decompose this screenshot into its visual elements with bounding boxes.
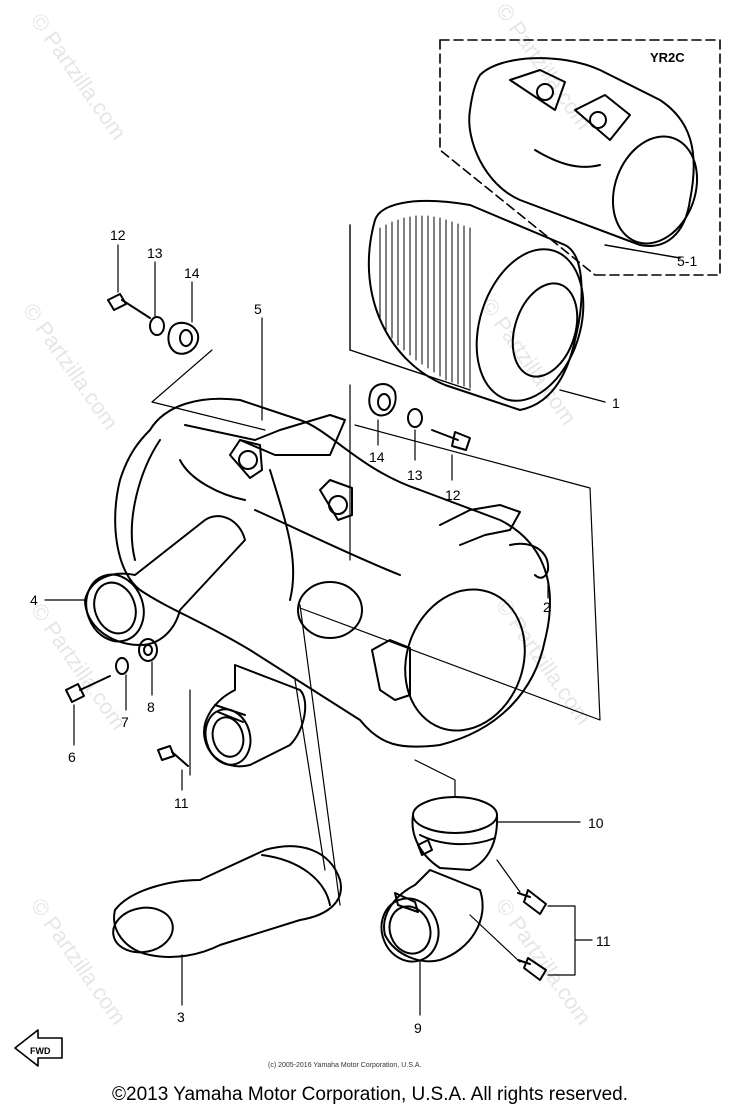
callout-7: 7 xyxy=(121,714,129,730)
callout-3: 3 xyxy=(177,1009,185,1025)
filter-pleats xyxy=(379,215,471,389)
callout-13-left: 13 xyxy=(147,245,163,261)
callout-5-1: 5-1 xyxy=(677,253,697,269)
bolt-12-right xyxy=(431,429,471,451)
forward-arrow-icon: FWD xyxy=(14,1029,63,1067)
callout-9: 9 xyxy=(414,1020,422,1036)
mount-tab-left xyxy=(229,439,263,479)
callout-4: 4 xyxy=(30,592,38,608)
callout-1: 1 xyxy=(612,395,620,411)
callout-10: 10 xyxy=(588,815,604,831)
callout-12-right: 12 xyxy=(445,487,461,503)
callout-13-right: 13 xyxy=(407,467,423,483)
grommet-14-right xyxy=(368,383,397,417)
inset-label: YR2C xyxy=(650,50,685,65)
fwd-label: FWD xyxy=(30,1046,51,1056)
grommet-14-left xyxy=(167,321,200,355)
watermarks: © Partzilla.com © Partzilla.com © Partzi… xyxy=(18,0,597,1029)
watermark-4: © Partzilla.com xyxy=(476,294,582,430)
callout-14-left: 14 xyxy=(184,265,200,281)
hardware-right: 14 13 12 xyxy=(299,383,601,721)
hose-9: 9 xyxy=(380,869,484,1036)
air-filter-element: 1 xyxy=(349,199,620,411)
callout-11-right: 11 xyxy=(596,933,611,949)
callout-8: 8 xyxy=(147,699,155,715)
joint-10: 10 xyxy=(411,759,604,871)
bolt-6 xyxy=(65,675,111,703)
watermark-1: © Partzilla.com xyxy=(26,9,132,145)
callout-14-right: 14 xyxy=(369,449,385,465)
inset-cover-opening xyxy=(611,135,699,245)
air-cleaner-case: 5 xyxy=(114,301,551,748)
small-copyright: (c) 2005-2016 Yamaha Motor Corporation, … xyxy=(268,1062,421,1069)
washer-13-left xyxy=(149,316,165,336)
mount-tab-right xyxy=(319,479,353,521)
callout-6: 6 xyxy=(68,749,76,765)
case-outlet-opening xyxy=(404,588,526,732)
clip-2: 2 xyxy=(509,542,551,615)
watermark-7: © Partzilla.com xyxy=(26,894,132,1030)
screw-11-a xyxy=(517,889,547,915)
footer-copyright: ©2013 Yamaha Motor Corporation, U.S.A. A… xyxy=(112,1084,628,1105)
callout-12-left: 12 xyxy=(110,227,126,243)
washer-13-right xyxy=(407,408,423,428)
inset-cover xyxy=(468,57,695,247)
callout-11-upper: 11 xyxy=(174,795,189,811)
hardware-front-left: 6 7 8 xyxy=(65,638,158,765)
inlet-tube-4: 4 xyxy=(30,515,246,646)
callout-2: 2 xyxy=(543,599,551,615)
hardware-left: 12 13 14 xyxy=(107,227,266,431)
screws-11-right: 11 xyxy=(469,859,611,981)
screw-11-upper xyxy=(157,745,189,767)
watermark-8: © Partzilla.com xyxy=(491,894,597,1030)
case-joint: 11 xyxy=(157,604,341,906)
intake-duct-3: 3 xyxy=(112,845,342,1025)
inset-yr2c: YR2C 5-1 xyxy=(439,39,721,276)
washer-8 xyxy=(138,638,158,662)
watermark-3: © Partzilla.com xyxy=(18,299,124,435)
callout-5: 5 xyxy=(254,301,262,317)
bolt-12-left xyxy=(107,293,151,319)
screw-11-b xyxy=(517,957,547,981)
washer-7 xyxy=(115,657,129,675)
